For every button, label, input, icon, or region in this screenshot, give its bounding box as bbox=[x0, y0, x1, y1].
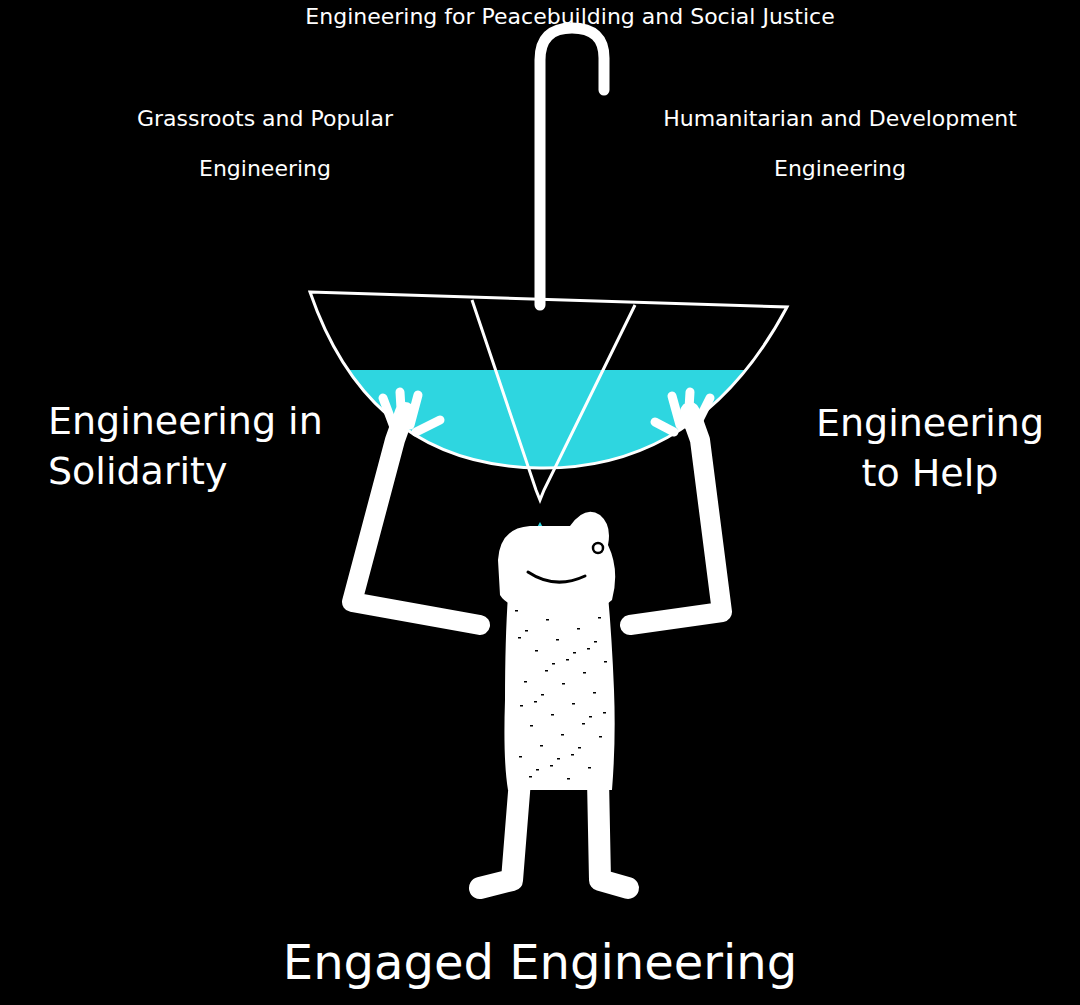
category-label: Engineering for Peacebuilding and Social… bbox=[180, 2, 960, 32]
texture-speck bbox=[550, 765, 553, 767]
texture-speck bbox=[588, 767, 591, 769]
texture-speck bbox=[556, 639, 559, 641]
texture-speck bbox=[562, 683, 565, 685]
texture-speck bbox=[529, 776, 532, 778]
texture-speck bbox=[589, 716, 592, 718]
texture-speck bbox=[599, 736, 602, 738]
texture-speck bbox=[541, 694, 544, 696]
umbrella-handle bbox=[540, 28, 604, 305]
texture-speck bbox=[587, 648, 590, 650]
texture-speck bbox=[535, 650, 538, 652]
frog-right-hand bbox=[655, 392, 710, 432]
category-label: Engineering to Help bbox=[800, 398, 1060, 498]
texture-speck bbox=[534, 701, 537, 703]
frog-left-leg bbox=[480, 780, 520, 888]
texture-speck bbox=[567, 778, 570, 780]
texture-speck bbox=[571, 754, 574, 756]
texture-speck bbox=[557, 758, 560, 760]
texture-speck bbox=[598, 617, 601, 619]
texture-speck bbox=[545, 670, 548, 672]
texture-speck bbox=[546, 619, 549, 621]
texture-speck bbox=[524, 681, 527, 683]
texture-speck bbox=[525, 630, 528, 632]
texture-speck bbox=[582, 723, 585, 725]
frog-left-arm bbox=[352, 412, 480, 625]
texture-speck bbox=[604, 661, 607, 663]
category-label: Humanitarian and Development Engineering bbox=[610, 94, 1070, 194]
umbrella-canopy bbox=[310, 292, 787, 468]
texture-speck bbox=[594, 641, 597, 643]
frog-eye bbox=[593, 543, 603, 553]
texture-speck bbox=[530, 725, 533, 727]
category-label: Engineering in Solidarity bbox=[48, 396, 328, 496]
texture-speck bbox=[577, 628, 580, 630]
texture-speck bbox=[536, 769, 539, 771]
category-label: Grassroots and Popular Engineering bbox=[100, 94, 430, 194]
umbrella-ribs bbox=[472, 300, 635, 500]
texture-speck bbox=[551, 714, 554, 716]
texture-speck bbox=[561, 734, 564, 736]
texture-speck bbox=[518, 637, 521, 639]
texture-speck bbox=[515, 610, 518, 612]
frog-right-arm bbox=[630, 412, 722, 625]
texture-speck bbox=[519, 756, 522, 758]
water bbox=[300, 370, 800, 490]
texture-speck bbox=[603, 712, 606, 714]
frog-mouth bbox=[528, 572, 585, 582]
frog-right-leg bbox=[598, 780, 628, 888]
frog-left-hand bbox=[383, 392, 440, 432]
texture-speck bbox=[583, 672, 586, 674]
diagram-title: Engaged Engineering bbox=[140, 932, 940, 992]
texture-speck bbox=[540, 745, 543, 747]
texture-speck bbox=[573, 652, 576, 654]
texture-speck bbox=[593, 692, 596, 694]
frog-body bbox=[504, 595, 614, 790]
texture-speck bbox=[572, 703, 575, 705]
frog-texture bbox=[515, 610, 607, 780]
texture-speck bbox=[552, 663, 555, 665]
texture-speck bbox=[520, 705, 523, 707]
texture-speck bbox=[578, 747, 581, 749]
texture-speck bbox=[566, 659, 569, 661]
